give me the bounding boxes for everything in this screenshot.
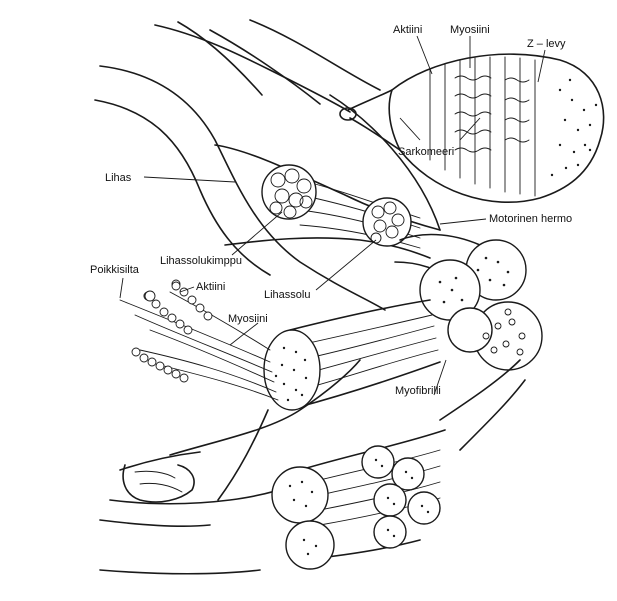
fibre-group-right xyxy=(394,233,543,371)
myofibril-cylinder xyxy=(263,299,441,411)
sarcomere-detail xyxy=(339,53,605,203)
muscle-fibre-cross-section xyxy=(362,197,412,247)
label-lihassolu: Lihassolu xyxy=(264,289,310,301)
label-poikkisilta: Poikkisilta xyxy=(90,264,140,276)
filament-strands xyxy=(119,279,279,401)
diagram-labels: Aktiini Myosiini Z – levy Sarkomeeri Lih… xyxy=(90,24,572,397)
label-lihassolukimppu: Lihassolukimppu xyxy=(160,255,242,267)
label-lihas: Lihas xyxy=(105,172,132,184)
label-motorinen-hermo: Motorinen hermo xyxy=(489,213,572,225)
label-aktiini-top: Aktiini xyxy=(393,24,422,36)
muscle-bundle-cross-section xyxy=(261,164,317,220)
leader-lines xyxy=(119,35,546,396)
label-myosiini-left: Myosiini xyxy=(228,313,268,325)
arm-outline xyxy=(94,19,441,575)
label-myosiini-top: Myosiini xyxy=(450,24,490,36)
label-sarkomeeri: Sarkomeeri xyxy=(398,146,454,158)
label-z-levy: Z – levy xyxy=(527,38,566,50)
label-aktiini-left: Aktiini xyxy=(196,281,225,293)
label-myofibrilli: Myofibrilli xyxy=(395,385,441,397)
lower-fibre-bundle xyxy=(271,359,526,570)
